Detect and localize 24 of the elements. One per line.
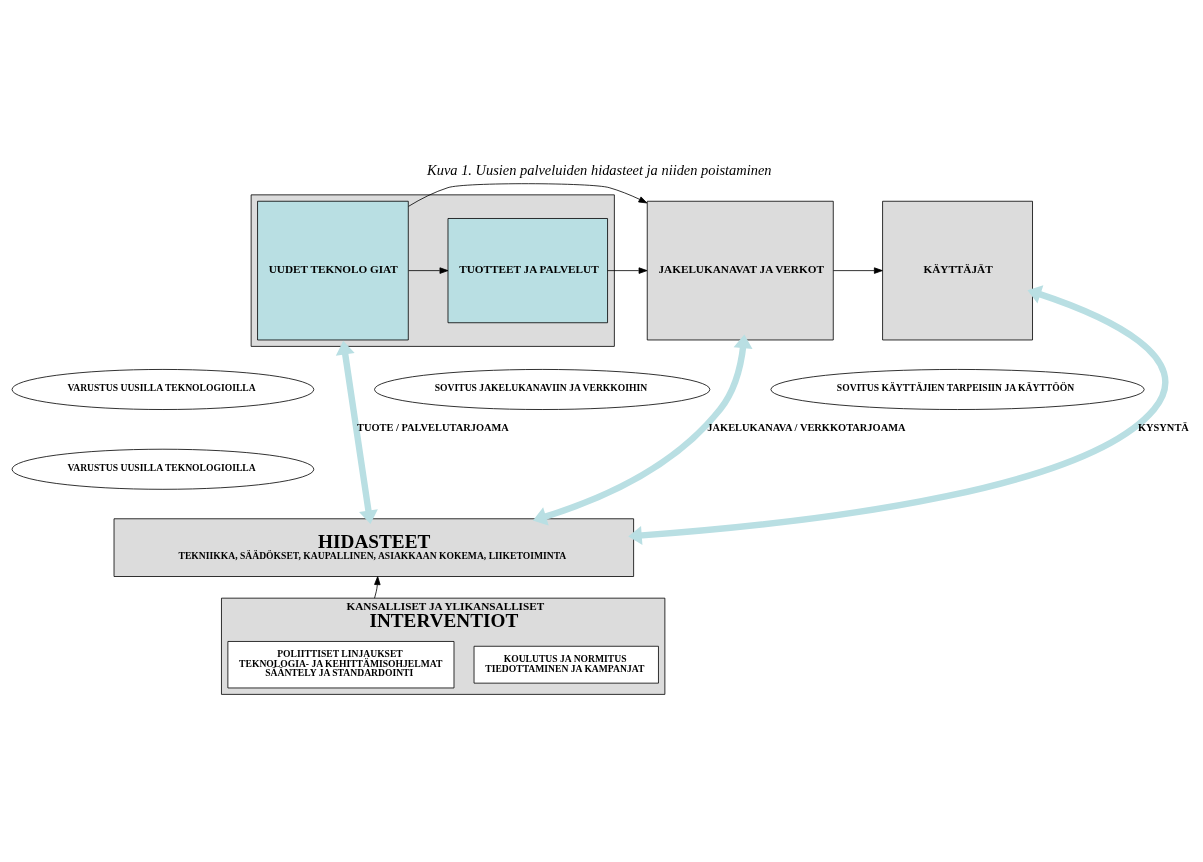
node-box: KÄYTTÄJÄT — [882, 200, 1033, 341]
node-box: HIDASTEET TEKNIIKKA, SÄÄDÖKSET, KAUPALLINEN, ASIAKKAAN KOKEMA, LIIKETOIMINTA — [113, 518, 634, 577]
arrow — [374, 576, 381, 599]
diagram-title: Kuva 1. Uusien palveluiden hidasteet ja niiden poistaminen — [427, 162, 772, 179]
node-ellipse: VARUSTUS UUSILLA TEKNOLOGIOILLA — [11, 448, 315, 490]
arrow — [607, 267, 648, 274]
node-box: JAKELUKANAVAT JA VERKOT — [646, 200, 834, 341]
cluster — [250, 194, 615, 347]
node-ellipse: VARUSTUS UUSILLA TEKNOLOGIOILLA — [11, 369, 315, 410]
arrow — [628, 285, 1169, 545]
edge-label: JAKELUKANAVA / VERKKOTARJOAMA — [707, 422, 906, 434]
arrow — [408, 183, 648, 207]
arrow — [833, 267, 883, 274]
node-box: TUOTTEET JA PALVELUT — [447, 218, 608, 324]
arrow — [408, 267, 449, 274]
arrow — [335, 340, 378, 525]
node-box: POLIITTISET LINJAUKSET TEKNOLOGIA- JA KEHITTÄMISOHJELMAT SÄÄNTELY JA STANDARDOINTI — [227, 641, 455, 689]
edge-label: TUOTE / PALVELUTARJOAMA — [356, 422, 509, 434]
node-box: KOULUTUS JA NORMITUS TIEDOTTAMINEN JA KAMPANJAT — [473, 645, 659, 684]
node-ellipse: SOVITUS KÄYTTÄJIEN TARPEISIIN JA KÄYTTÖÖN — [770, 369, 1145, 410]
edge-label: KYSYNTÄ — [1137, 422, 1189, 434]
node-ellipse: SOVITUS JAKELUKANAVIIN JA VERKKOIHIN — [374, 369, 711, 410]
node-box: UUDET TEKNOLO GIAT — [257, 200, 409, 341]
arrow — [532, 334, 753, 526]
